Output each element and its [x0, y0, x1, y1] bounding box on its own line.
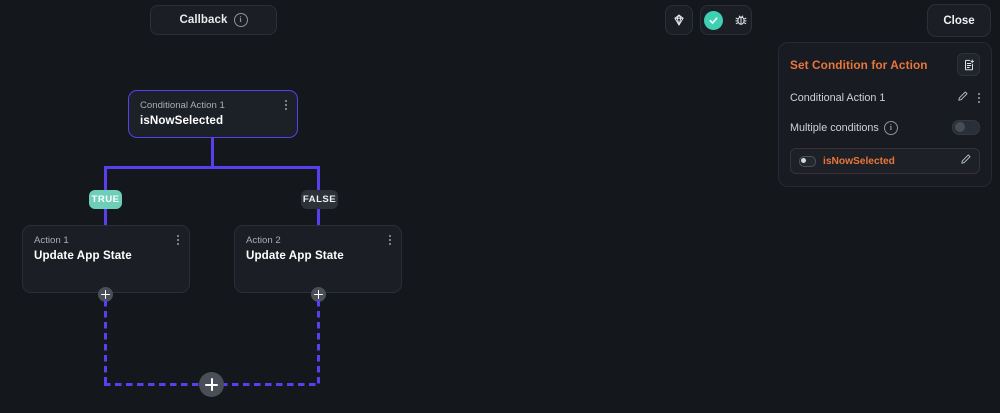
condition-chip-label: isNowSelected [823, 155, 895, 167]
set-condition-panel: Set Condition for Action Conditional Act… [778, 42, 992, 187]
info-icon[interactable]: i [233, 13, 248, 27]
multiple-conditions-label-group: Multiple conditions i [790, 120, 898, 135]
callback-label: Callback [179, 14, 228, 26]
close-label: Close [943, 14, 975, 27]
conditional-node-title: isNowSelected [140, 114, 224, 127]
toggle-knob [954, 122, 965, 132]
multiple-conditions-toggle[interactable] [952, 120, 980, 135]
action-node-2-subtitle: Action 2 [246, 235, 281, 246]
document-add-icon[interactable] [957, 53, 980, 76]
add-action-button-1[interactable] [98, 287, 113, 302]
action-node-1-header: Action 1 [23, 226, 189, 246]
more-vertical-icon[interactable] [285, 100, 287, 110]
bug-icon[interactable] [734, 13, 748, 27]
connector-branch-right [211, 166, 320, 169]
add-merge-action-button[interactable] [199, 372, 224, 397]
pencil-icon[interactable] [960, 152, 972, 170]
add-action-button-2[interactable] [311, 287, 326, 302]
panel-title: Set Condition for Action [790, 57, 928, 72]
conditional-node-subtitle: Conditional Action 1 [140, 100, 225, 111]
condition-chip[interactable]: isNowSelected [790, 148, 980, 174]
pencil-icon[interactable] [957, 89, 969, 107]
dashed-connector-bottom-left [104, 383, 204, 386]
dashed-connector-left [104, 300, 107, 385]
relic-toolbar-group[interactable] [665, 5, 693, 35]
more-vertical-icon[interactable] [177, 235, 179, 245]
action-node-1-title: Update App State [34, 249, 132, 262]
callback-pill[interactable]: Callback i [150, 5, 277, 35]
action-node-2-header: Action 2 [235, 226, 401, 246]
connector-branch-left [104, 166, 214, 169]
conditional-node-header: Conditional Action 1 [129, 91, 297, 111]
connector-trunk [211, 138, 214, 168]
conditional-action-node[interactable]: Conditional Action 1 isNowSelected [128, 90, 298, 138]
run-toolbar-group[interactable] [700, 5, 752, 35]
info-icon[interactable]: i [883, 120, 898, 135]
check-circle-icon[interactable] [704, 10, 723, 30]
branch-badge-true: TRUE [89, 190, 122, 209]
condition-chip-left: isNowSelected [799, 155, 895, 167]
more-vertical-icon[interactable] [389, 235, 391, 245]
close-button[interactable]: Close [927, 4, 991, 37]
panel-action-name: Conditional Action 1 [790, 92, 886, 104]
panel-action-row-icons [957, 89, 980, 107]
panel-header: Set Condition for Action [790, 53, 980, 76]
action-node-1-subtitle: Action 1 [34, 235, 69, 246]
action-node-1[interactable]: Action 1 Update App State [22, 225, 190, 293]
panel-action-row: Conditional Action 1 [790, 89, 980, 107]
action-node-2[interactable]: Action 2 Update App State [234, 225, 402, 293]
toggle-icon [799, 155, 816, 167]
more-vertical-icon[interactable] [978, 93, 980, 103]
action-node-2-title: Update App State [246, 249, 344, 262]
branch-badge-false-label: FALSE [302, 194, 337, 205]
multiple-conditions-row: Multiple conditions i [790, 120, 980, 135]
toggle-icon-knob [801, 157, 806, 163]
relic-icon[interactable] [672, 13, 686, 27]
multiple-conditions-label: Multiple conditions [790, 121, 879, 134]
dashed-connector-right [317, 300, 320, 385]
branch-badge-true-label: TRUE [91, 194, 120, 205]
dashed-connector-bottom-right [221, 383, 320, 386]
branch-badge-false: FALSE [301, 190, 338, 209]
